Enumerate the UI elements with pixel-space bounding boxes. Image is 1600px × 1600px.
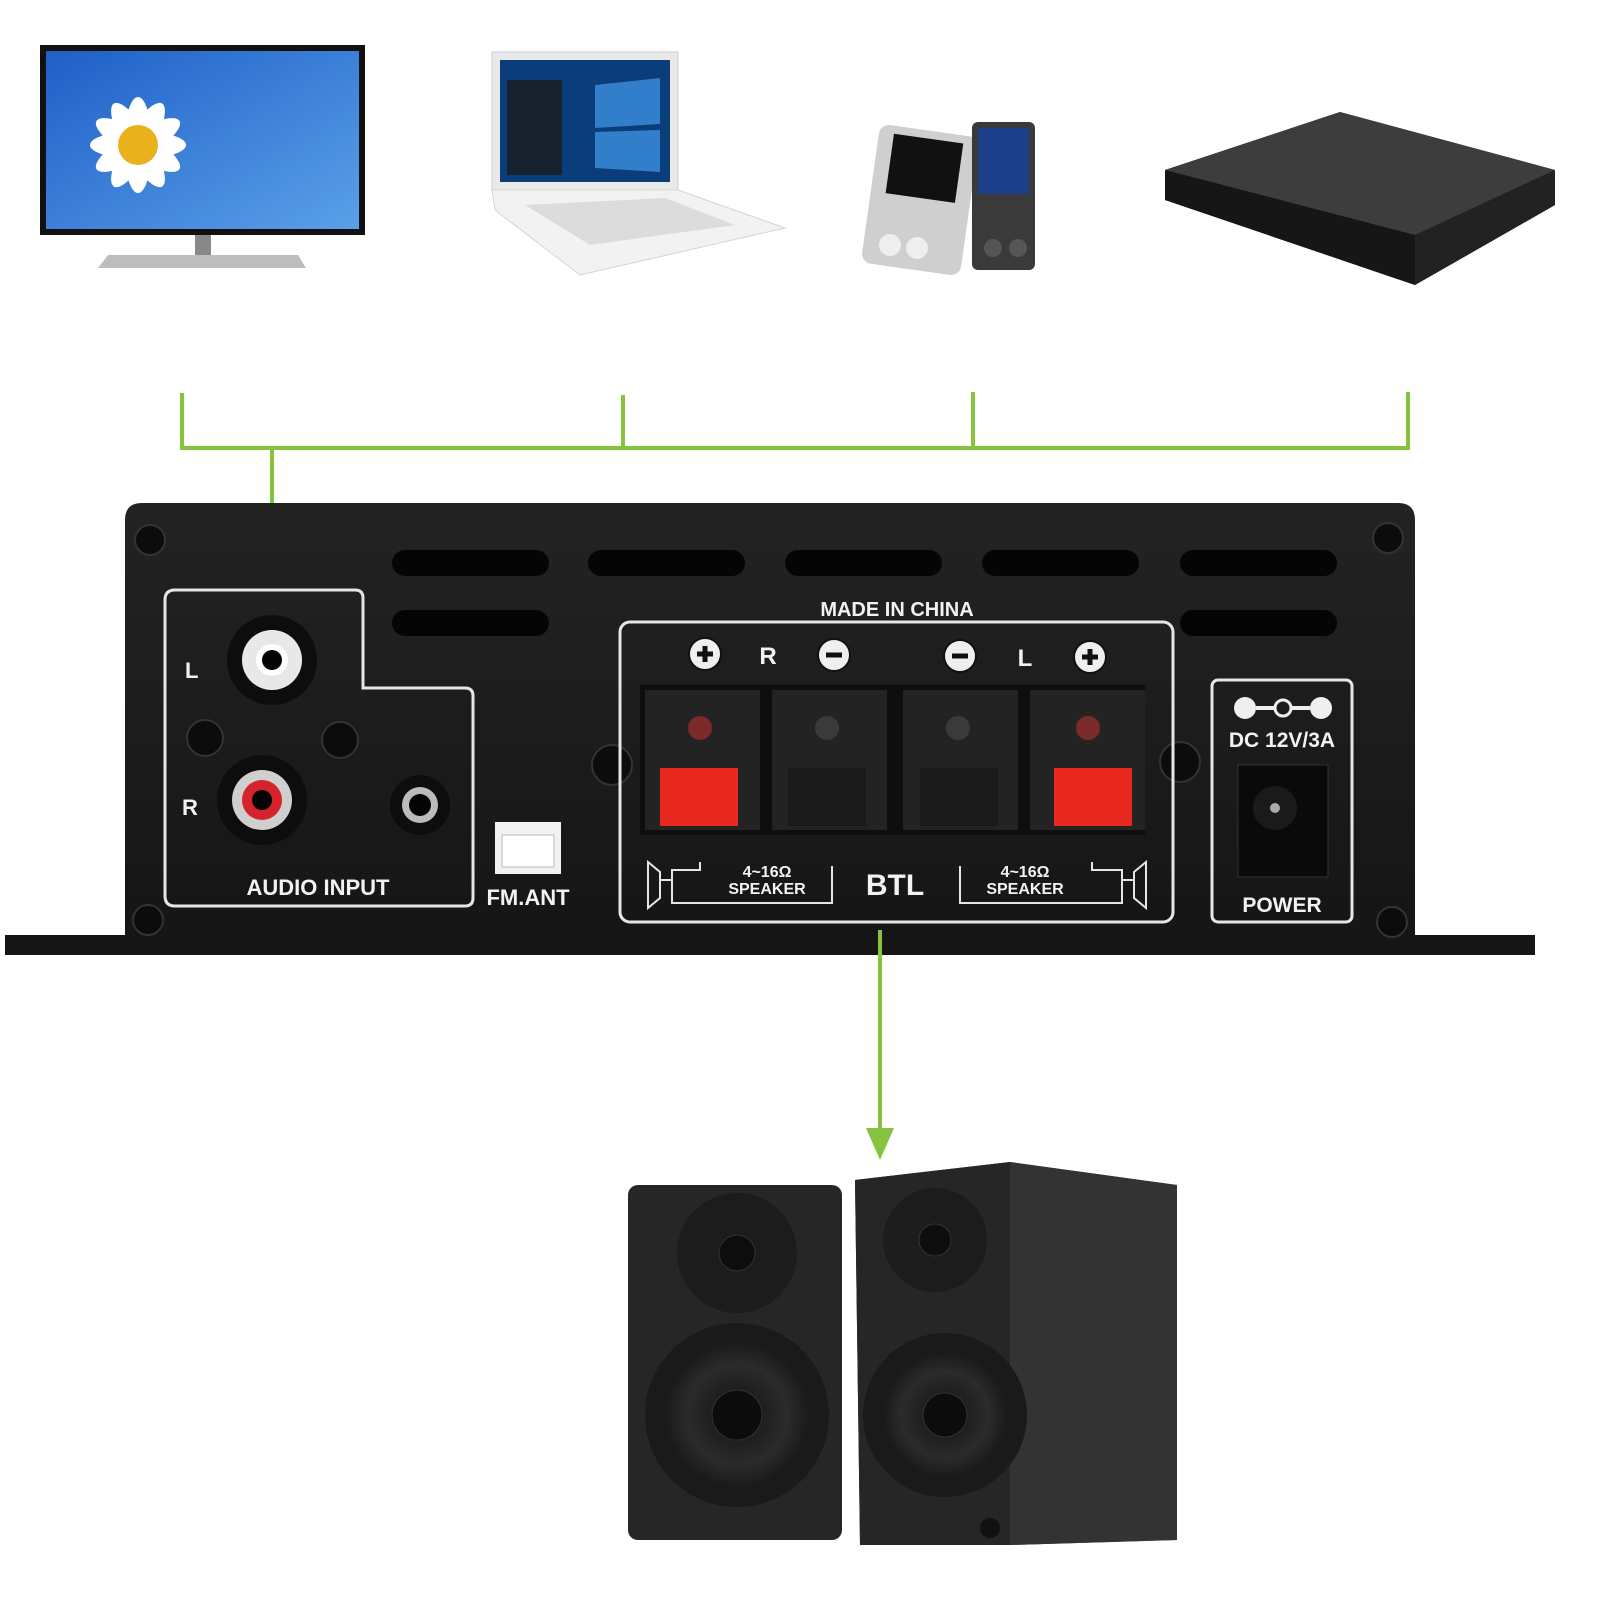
audio-input-section: L R AUDIO INPUT [163,588,475,908]
rca-jack-left[interactable] [227,615,317,705]
amplifier-rear-panel: L R AUDIO INPUT FM.ANT MADE IN CHINA R L [5,503,1535,955]
impedance-right-label: 4~16Ω [743,864,792,881]
terminal-l-minus[interactable] [903,690,1018,830]
dc-power-jack[interactable] [1237,764,1329,878]
output-arrow-icon [866,1128,894,1160]
tv-image [40,45,365,268]
fm-ant-label: FM.ANT [486,885,570,910]
speaker-right [855,1162,1177,1545]
input-left-label: L [185,658,198,683]
dvd-player-image [1165,112,1555,285]
speaker-left [628,1185,842,1540]
dc-polarity-icon [1234,697,1332,719]
speaker-left-label: SPEAKER [986,881,1064,898]
corner-screws [132,522,1408,938]
power-frame [1210,678,1354,924]
terminal-l-plus[interactable] [1030,690,1145,830]
power-label: POWER [1242,894,1321,917]
input-right-label: R [182,795,198,820]
aux-jack[interactable] [390,775,450,835]
vent-slots [392,550,1337,636]
right-channel-label: R [759,643,776,670]
speaker-right-label: SPEAKER [728,881,806,898]
terminal-r-plus[interactable] [645,690,760,830]
terminal-r-minus[interactable] [772,690,887,830]
made-in-label: MADE IN CHINA [820,599,973,621]
speaker-terminal-frame [618,620,1175,924]
daisy-flower [90,97,186,193]
audio-input-label: AUDIO INPUT [247,875,391,900]
fm-antenna-connector[interactable] [495,822,561,874]
rca-jack-right[interactable] [217,755,307,845]
btl-label: BTL [866,869,924,902]
speaker-wiring-symbols [647,859,1147,911]
volume-knob [980,1518,1000,1538]
laptop-image [491,51,787,276]
power-rating-label: DC 12V/3A [1229,729,1335,752]
speakers-image [628,1162,1177,1545]
left-channel-label: L [1018,645,1033,672]
impedance-left-label: 4~16Ω [1001,864,1050,881]
mp3-players-image [862,122,1035,275]
